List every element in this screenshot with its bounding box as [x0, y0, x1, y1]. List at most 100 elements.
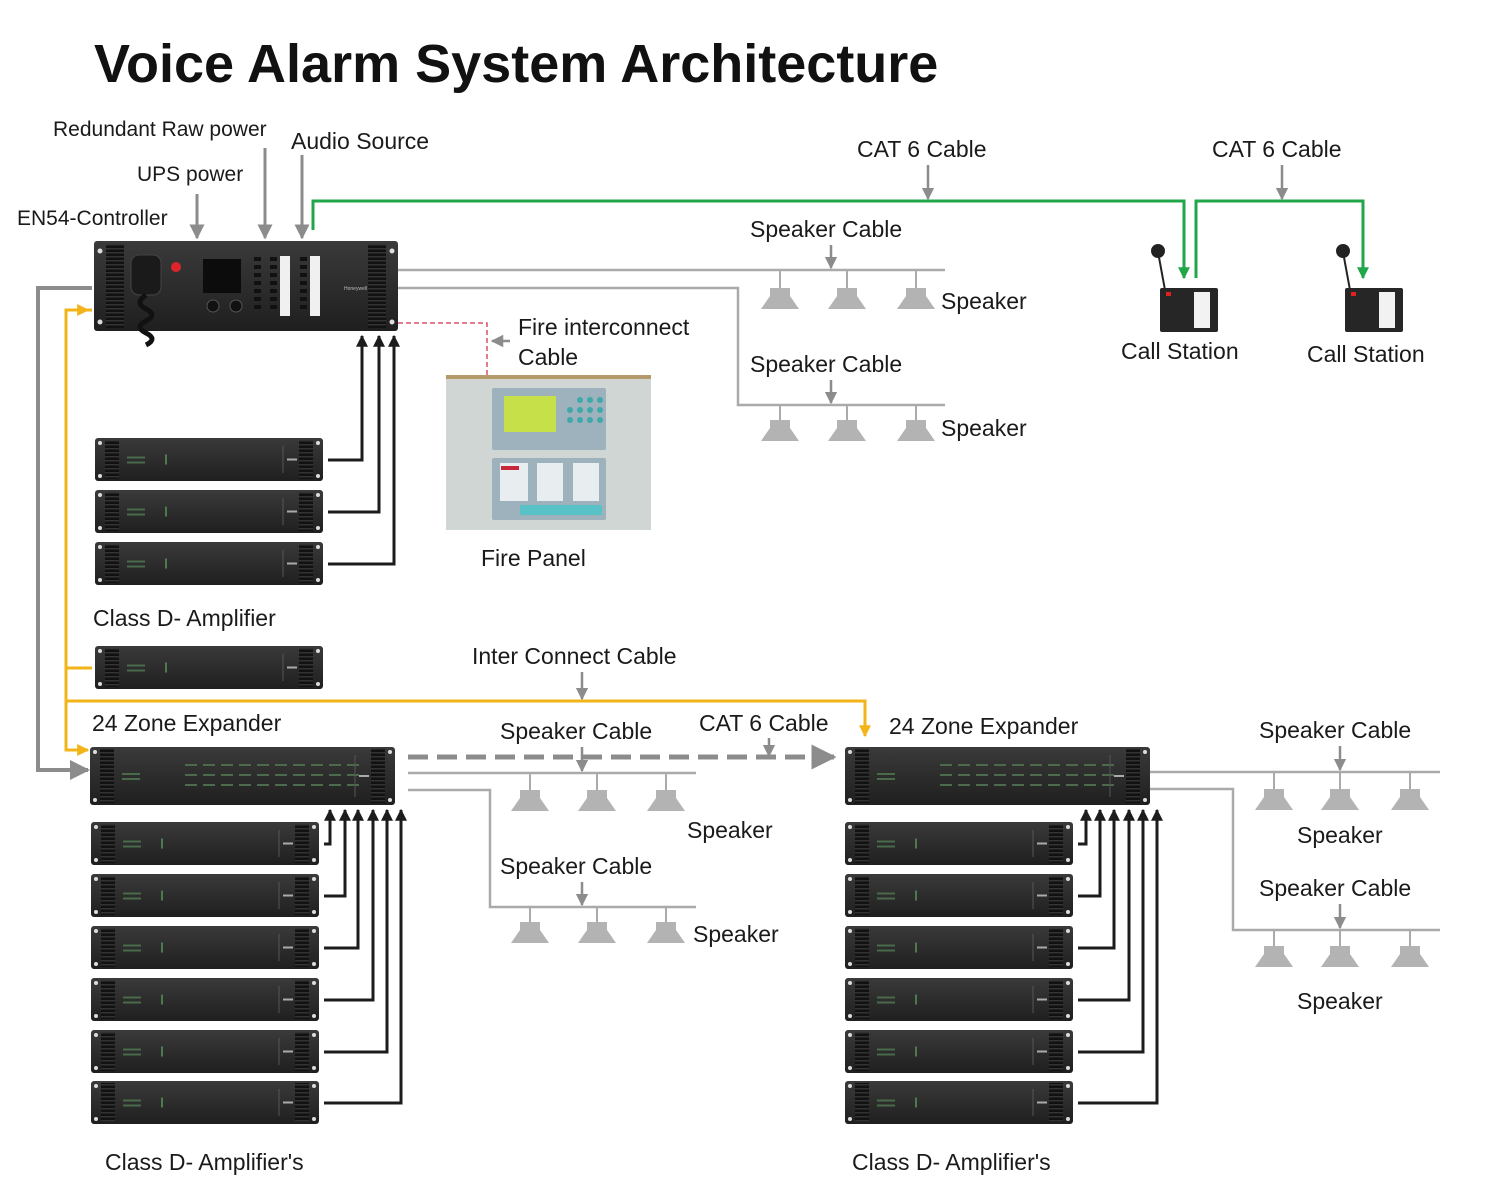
speaker-icon: [1391, 772, 1429, 810]
speaker-icon: [578, 773, 616, 811]
speaker-icon: [578, 907, 616, 943]
fire-panel-device[interactable]: [446, 375, 651, 530]
amplifier-link: [328, 334, 385, 514]
speaker-icon: [897, 270, 935, 309]
brand-logo: [1037, 1050, 1047, 1053]
amplifier-links: [324, 808, 1163, 1105]
speaker-icon: [1321, 772, 1359, 810]
zone-expander-left[interactable]: [90, 747, 395, 805]
standby-amplifier-unit[interactable]: [95, 646, 323, 689]
brand-logo: [1037, 894, 1047, 897]
label-cat6-mid: CAT 6 Cable: [699, 710, 829, 736]
brand-logo: [1037, 998, 1047, 1001]
input-arrows: [189, 148, 310, 240]
label-zone-expander-left: 24 Zone Expander: [92, 710, 282, 736]
label-redundant-power: Redundant Raw power: [53, 118, 267, 141]
zone-expander-unit[interactable]: [845, 747, 1150, 805]
speaker-icon: [761, 405, 799, 441]
label-fire-interconnect-1: Fire interconnect: [518, 314, 690, 340]
brand-logo: [287, 562, 297, 565]
speakers: [511, 270, 1429, 967]
class-d-amplifier[interactable]: [91, 822, 319, 865]
label-speaker-cable-mid-1: Speaker Cable: [500, 718, 652, 744]
label-amplifiers-right: Class D- Amplifier's: [852, 1149, 1051, 1175]
diagram-title: Voice Alarm System Architecture: [94, 34, 938, 94]
class-d-amplifier[interactable]: [95, 490, 323, 533]
label-call-station-2: Call Station: [1307, 341, 1425, 367]
label-speaker-cable-top-2: Speaker Cable: [750, 351, 902, 377]
class-d-amplifier[interactable]: [91, 926, 319, 969]
amplifier-link: [1078, 808, 1135, 1002]
call-station-1[interactable]: [1151, 244, 1218, 332]
label-speaker-mid-1: Speaker: [687, 817, 773, 843]
amplifier-link: [1078, 808, 1149, 1054]
label-ups-power: UPS power: [137, 163, 243, 186]
label-cat6-top-1: CAT 6 Cable: [857, 136, 987, 162]
label-speaker-cable-right-1: Speaker Cable: [1259, 717, 1411, 743]
label-fire-panel: Fire Panel: [481, 545, 586, 571]
class-d-amplifier[interactable]: [95, 542, 323, 585]
amplifier-link: [324, 808, 393, 1054]
label-class-d-amplifier: Class D- Amplifier: [93, 605, 276, 631]
amplifier-link: [324, 808, 336, 846]
amplifier-stack-left: [91, 822, 319, 1124]
brand-logo: [283, 894, 293, 897]
brand-logo: [287, 510, 297, 513]
speaker-icon: [897, 405, 935, 441]
speaker-icon: [761, 270, 799, 309]
label-speaker-cable-mid-2: Speaker Cable: [500, 853, 652, 879]
top-amplifier-stack: [95, 334, 400, 585]
label-call-station-1: Call Station: [1121, 338, 1239, 364]
amplifier-link: [324, 808, 351, 898]
class-d-amplifier[interactable]: [845, 978, 1073, 1021]
microphone-icon: [1336, 244, 1350, 258]
label-en54-controller: EN54-Controller: [17, 207, 168, 230]
class-d-amplifier[interactable]: [845, 1081, 1073, 1124]
fire-interconnect-cable: [398, 322, 488, 375]
label-speaker-cable-top-1: Speaker Cable: [750, 216, 902, 242]
brand-logo: [283, 1050, 293, 1053]
label-speaker-mid-2: Speaker: [693, 921, 779, 947]
brand-logo: [1037, 842, 1047, 845]
label-speaker-right-2: Speaker: [1297, 988, 1383, 1014]
zone-expander-right[interactable]: [845, 747, 1150, 805]
en54-controller-device[interactable]: Honeywell: [94, 241, 398, 348]
emergency-button[interactable]: [171, 262, 181, 272]
speaker-cables-mid: [408, 771, 696, 909]
class-d-amplifier[interactable]: [91, 978, 319, 1021]
label-amplifiers-left: Class D- Amplifier's: [105, 1149, 304, 1175]
class-d-amplifier[interactable]: [91, 1081, 319, 1124]
amplifier-link: [324, 808, 407, 1105]
class-d-amplifier[interactable]: [91, 874, 319, 917]
zone-expander-unit[interactable]: [90, 747, 395, 805]
label-speaker-cable-right-2: Speaker Cable: [1259, 875, 1411, 901]
brand-logo: [283, 1101, 293, 1104]
amplifier-link: [324, 808, 364, 950]
class-d-amplifier[interactable]: [95, 438, 323, 481]
label-speaker-top-2: Speaker: [941, 415, 1027, 441]
amplifier-link: [328, 334, 400, 566]
brand-logo: [287, 458, 297, 461]
cat6-line-controller-to-call-station-1: [311, 199, 1190, 280]
amplifier-link: [1078, 808, 1120, 950]
brand-logo: [1037, 1101, 1047, 1104]
speaker-icon: [1391, 930, 1429, 967]
class-d-amplifier[interactable]: [845, 874, 1073, 917]
cat6-network-lines: [311, 199, 1369, 280]
microphone-cord: [137, 292, 155, 348]
call-station-2[interactable]: [1336, 244, 1403, 332]
cat6-line-call-station-1-to-2: [1194, 199, 1369, 280]
brand-logo: [283, 842, 293, 845]
brand-logo: [287, 666, 297, 669]
amplifier-link: [1078, 808, 1163, 1105]
class-d-amplifier[interactable]: [845, 822, 1073, 865]
controller-display: [203, 259, 241, 293]
class-d-amplifier[interactable]: [845, 1030, 1073, 1073]
controller-to-expander-link: [36, 286, 92, 780]
speaker-icon: [511, 907, 549, 943]
label-audio-source: Audio Source: [291, 128, 429, 154]
class-d-amplifier[interactable]: [845, 926, 1073, 969]
label-fire-interconnect-2: Cable: [518, 344, 578, 370]
inter-connect-bus: [64, 304, 871, 756]
class-d-amplifier[interactable]: [91, 1030, 319, 1073]
